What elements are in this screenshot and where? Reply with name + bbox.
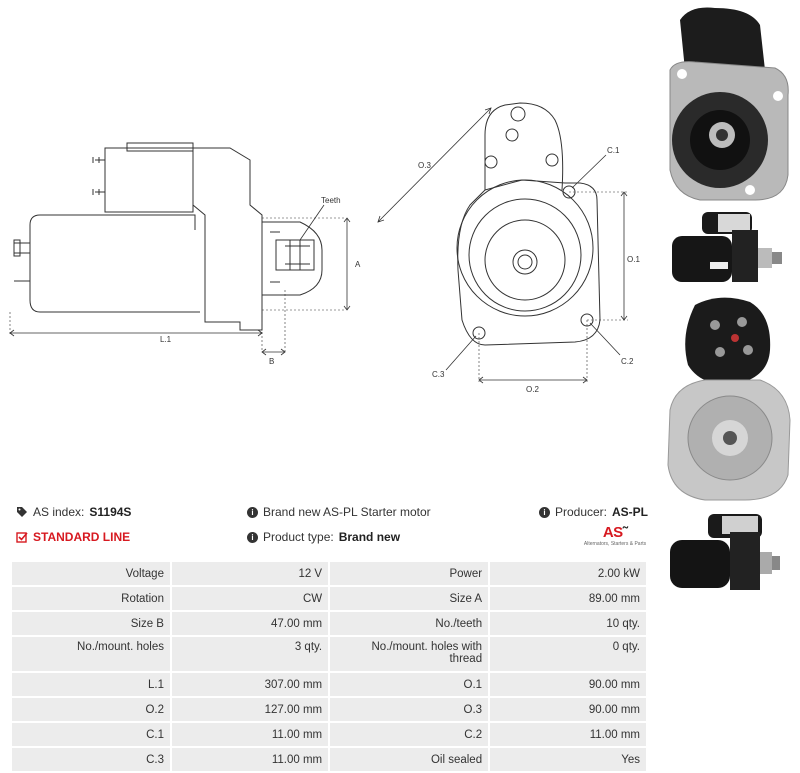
flange-top-outline (484, 102, 564, 191)
logo-text: AS (602, 524, 623, 541)
description: i Brand new AS-PL Starter motor (247, 505, 431, 519)
table-row: Rotation CW Size A 89.00 mm (12, 587, 646, 610)
spec-key: L.1 (12, 673, 170, 696)
spec-value: 11.00 mm (171, 748, 329, 771)
spec-value: 90.00 mm (490, 673, 646, 696)
spec-value: Yes (490, 748, 646, 771)
spec-value: 11.00 mm (171, 723, 329, 746)
drive-housing-outline (192, 147, 263, 331)
specs-table: Voltage 12 V Power 2.00 kW Rotation CW S… (10, 560, 648, 773)
label-b: B (269, 357, 274, 366)
spec-value: CW (171, 587, 329, 610)
product-type: i Product type: Brand new (247, 530, 400, 544)
spec-value: 12 V (171, 562, 329, 585)
as-index-label: AS index: (33, 505, 85, 519)
table-row: Size B 47.00 mm No./teeth 10 qty. (12, 612, 646, 635)
spec-key: No./mount. holes with thread (330, 637, 489, 671)
photo-top-view (667, 297, 791, 501)
spec-key: Size A (330, 587, 489, 610)
spec-key: C.3 (12, 748, 170, 771)
label-c1: C.1 (607, 146, 620, 155)
solenoid-outline (104, 147, 194, 213)
as-logo: AS˜ Alternators, Starters & Parts (580, 525, 650, 547)
flange-circle-outer (456, 179, 594, 317)
info-icon: i (247, 506, 258, 518)
tag-icon (16, 506, 28, 518)
spec-value: 89.00 mm (490, 587, 646, 610)
producer-value: AS-PL (612, 505, 648, 519)
label-teeth: Teeth (321, 196, 341, 205)
table-row: No./mount. holes 3 qty. No./mount. holes… (12, 637, 646, 671)
as-index-value: S1194S (89, 505, 132, 519)
label-c3: C.3 (432, 370, 445, 379)
product-type-label: Product type: (263, 530, 334, 544)
spec-key: Rotation (12, 587, 170, 610)
spec-key: No./mount. holes (12, 637, 170, 671)
spec-value: 3 qty. (171, 637, 329, 671)
spec-value: 307.00 mm (171, 673, 329, 696)
producer-label: Producer: (554, 505, 607, 519)
label-o1: O.1 (627, 255, 640, 264)
table-row: Voltage 12 V Power 2.00 kW (12, 562, 646, 585)
spec-key: C.2 (330, 723, 489, 746)
table-row: C.1 11.00 mm C.2 11.00 mm (12, 723, 646, 746)
table-row: C.3 11.00 mm Oil sealed Yes (12, 748, 646, 771)
info-icon: i (247, 531, 258, 543)
info-icon: i (538, 506, 550, 518)
spec-key: Oil sealed (330, 748, 489, 771)
standard-line-label: STANDARD LINE (33, 530, 131, 544)
spec-value: 47.00 mm (171, 612, 329, 635)
spec-value: 11.00 mm (490, 723, 646, 746)
spec-key: C.1 (12, 723, 170, 746)
as-index: AS index: S1194S (16, 505, 131, 519)
product-type-value: Brand new (338, 530, 401, 544)
producer: i Producer: AS-PL (538, 505, 648, 519)
photo-side-view (672, 212, 782, 282)
label-o3: O.3 (418, 161, 431, 170)
spec-value: 0 qty. (490, 637, 646, 671)
photo-side-view-2 (670, 514, 780, 590)
checkbox-icon (16, 531, 28, 543)
table-row: O.2 127.00 mm O.3 90.00 mm (12, 698, 646, 721)
spec-key: Size B (12, 612, 170, 635)
table-row: L.1 307.00 mm O.1 90.00 mm (12, 673, 646, 696)
spec-key: Voltage (12, 562, 170, 585)
spec-value: 2.00 kW (490, 562, 646, 585)
product-info: AS index: S1194S STANDARD LINE i Brand n… (10, 503, 650, 553)
technical-drawing: L.1 A B Teeth O.3 O.1 (9, 102, 640, 394)
logo-tagline: Alternators, Starters & Parts (583, 541, 647, 547)
spec-key: O.3 (330, 698, 489, 721)
spec-key: O.1 (330, 673, 489, 696)
description-text: Brand new AS-PL Starter motor (263, 505, 431, 519)
spec-value: 90.00 mm (490, 698, 646, 721)
product-photos (667, 7, 791, 590)
spec-value: 10 qty. (490, 612, 646, 635)
photo-front-view (669, 7, 789, 201)
spec-key: No./teeth (330, 612, 489, 635)
standard-line: STANDARD LINE (16, 530, 130, 544)
spec-value: 127.00 mm (171, 698, 329, 721)
spec-key: Power (330, 562, 489, 585)
label-o2: O.2 (526, 385, 539, 394)
label-a: A (355, 260, 361, 269)
label-c2: C.2 (621, 357, 634, 366)
label-l1: L.1 (160, 335, 172, 344)
spec-key: O.2 (12, 698, 170, 721)
